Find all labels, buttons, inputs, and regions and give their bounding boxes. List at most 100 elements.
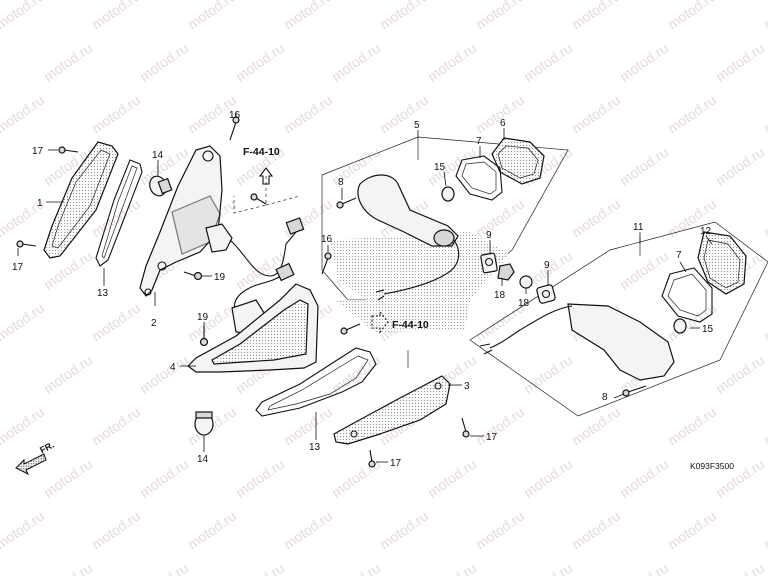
mounting-plates	[330, 232, 510, 332]
watermark-text: motod.ru	[569, 0, 623, 32]
callout-7-left: 7	[476, 136, 482, 147]
callout-14-lower: 14	[197, 454, 209, 465]
callout-11: 11	[633, 222, 644, 233]
watermark-text: motod.ru	[185, 508, 239, 553]
watermark-text: motod.ru	[617, 456, 671, 501]
callout-7-right: 7	[676, 250, 682, 261]
screw-16-upper	[229, 116, 240, 141]
callout-1: 1	[37, 198, 43, 209]
winker-assembly-11	[479, 231, 747, 397]
watermark-text: motod.ru	[617, 248, 671, 293]
watermark-text: motod.ru	[665, 300, 719, 345]
watermark-text: motod.ru	[0, 508, 47, 553]
callout-15-left: 15	[434, 162, 446, 173]
screw-17-d	[368, 449, 376, 468]
watermark-text: motod.ru	[89, 404, 143, 449]
screw-ref-upper	[250, 193, 267, 205]
screw-16-lower	[321, 252, 332, 275]
callout-8-left: 8	[338, 177, 344, 188]
mounting-hardware	[480, 252, 556, 304]
callout-16-upper: 16	[229, 110, 241, 121]
leader-lines	[17, 112, 713, 463]
watermark-text: motod.ru	[473, 404, 527, 449]
callout-17-c: 17	[486, 432, 498, 443]
lower-packing-13	[255, 347, 377, 417]
callout-14-upper: 14	[152, 150, 164, 161]
watermark-text: motod.ru	[329, 40, 383, 85]
winker-assembly-5	[336, 137, 545, 301]
watermark-text: motod.ru	[761, 404, 768, 449]
screw-17-c	[461, 417, 470, 438]
watermark-text: motod.ru	[521, 40, 575, 85]
watermark-text: motod.ru	[665, 404, 719, 449]
watermark-text: motod.ru	[41, 352, 95, 397]
callout-6: 6	[500, 118, 506, 129]
watermark-text: motod.ru	[569, 508, 623, 553]
watermark-text: motod.ru	[617, 40, 671, 85]
reference-arrows	[258, 167, 389, 334]
watermark-text: motod.ru	[233, 560, 287, 576]
watermark-text: motod.ru	[761, 300, 768, 345]
callout-19-a: 19	[214, 272, 226, 283]
callout-2: 2	[151, 318, 157, 329]
watermark-text: motod.ru	[569, 404, 623, 449]
watermark-text: motod.ru	[377, 0, 431, 32]
watermark-text: motod.ru	[761, 92, 768, 137]
watermark-text: motod.ru	[377, 92, 431, 137]
callout-16-lower: 16	[321, 234, 333, 245]
watermark-text: motod.ru	[89, 508, 143, 553]
watermark-text: motod.ru	[41, 40, 95, 85]
watermark-text: motod.ru	[521, 560, 575, 576]
watermark-text: motod.ru	[281, 92, 335, 137]
watermark-text: motod.ru	[713, 144, 767, 189]
left-packing-13	[95, 159, 143, 267]
watermark-text: motod.ru	[281, 508, 335, 553]
callout-5: 5	[414, 120, 420, 131]
watermark-text: motod.ru	[233, 40, 287, 85]
lens-4	[187, 283, 319, 373]
watermark-text: motod.ru	[425, 144, 479, 189]
watermark-text: motod.ru	[0, 92, 47, 137]
callout-9-right: 9	[544, 260, 550, 271]
watermark-text: motod.ru	[761, 508, 768, 553]
watermark-text: motod.ru	[521, 456, 575, 501]
watermark-text: motod.ru	[569, 196, 623, 241]
front-direction-arrow	[15, 453, 47, 476]
callout-labels: 1 2 3 4 5 6 7 7 8 8 9 9 11 12 13 13 14 1…	[12, 110, 714, 469]
watermark-text: motod.ru	[713, 560, 767, 576]
screws	[16, 116, 470, 468]
watermark-text: motod.ru	[41, 456, 95, 501]
screw-ref-lower	[340, 323, 361, 335]
callout-19-b: 19	[197, 312, 209, 323]
watermark-text: motod.ru	[425, 40, 479, 85]
watermark-text: motod.ru	[89, 300, 143, 345]
cover-3	[333, 375, 451, 445]
callout-13-upper: 13	[97, 288, 109, 299]
watermark-text: motod.ru	[0, 404, 47, 449]
watermark-text: motod.ru	[425, 456, 479, 501]
screw-19-b	[199, 326, 209, 347]
watermark-text: motod.ru	[137, 560, 191, 576]
watermark-text: motod.ru	[521, 352, 575, 397]
callout-13-lower: 13	[309, 442, 321, 453]
watermark-text: motod.ru	[0, 300, 47, 345]
bulb-14-lower	[194, 411, 214, 452]
watermark-text: motod.ru	[473, 508, 527, 553]
watermark-text: motod.ru	[281, 0, 335, 32]
callout-3: 3	[464, 381, 470, 392]
watermark-text: motod.ru	[89, 0, 143, 32]
watermark-text: motod.ru	[665, 0, 719, 32]
callout-4: 4	[170, 362, 176, 373]
watermark-text: motod.ru	[713, 40, 767, 85]
screw-17-b	[16, 240, 37, 248]
callout-17-a: 17	[32, 146, 44, 157]
callout-15-right: 15	[702, 324, 714, 335]
bulb-14-upper	[149, 175, 173, 197]
watermark-text: motod.ru	[665, 92, 719, 137]
diagram-code: K093F3500	[690, 461, 734, 471]
screw-19-a	[183, 271, 203, 281]
callout-17-b: 17	[12, 262, 24, 273]
watermark-text: motod.ru	[185, 300, 239, 345]
